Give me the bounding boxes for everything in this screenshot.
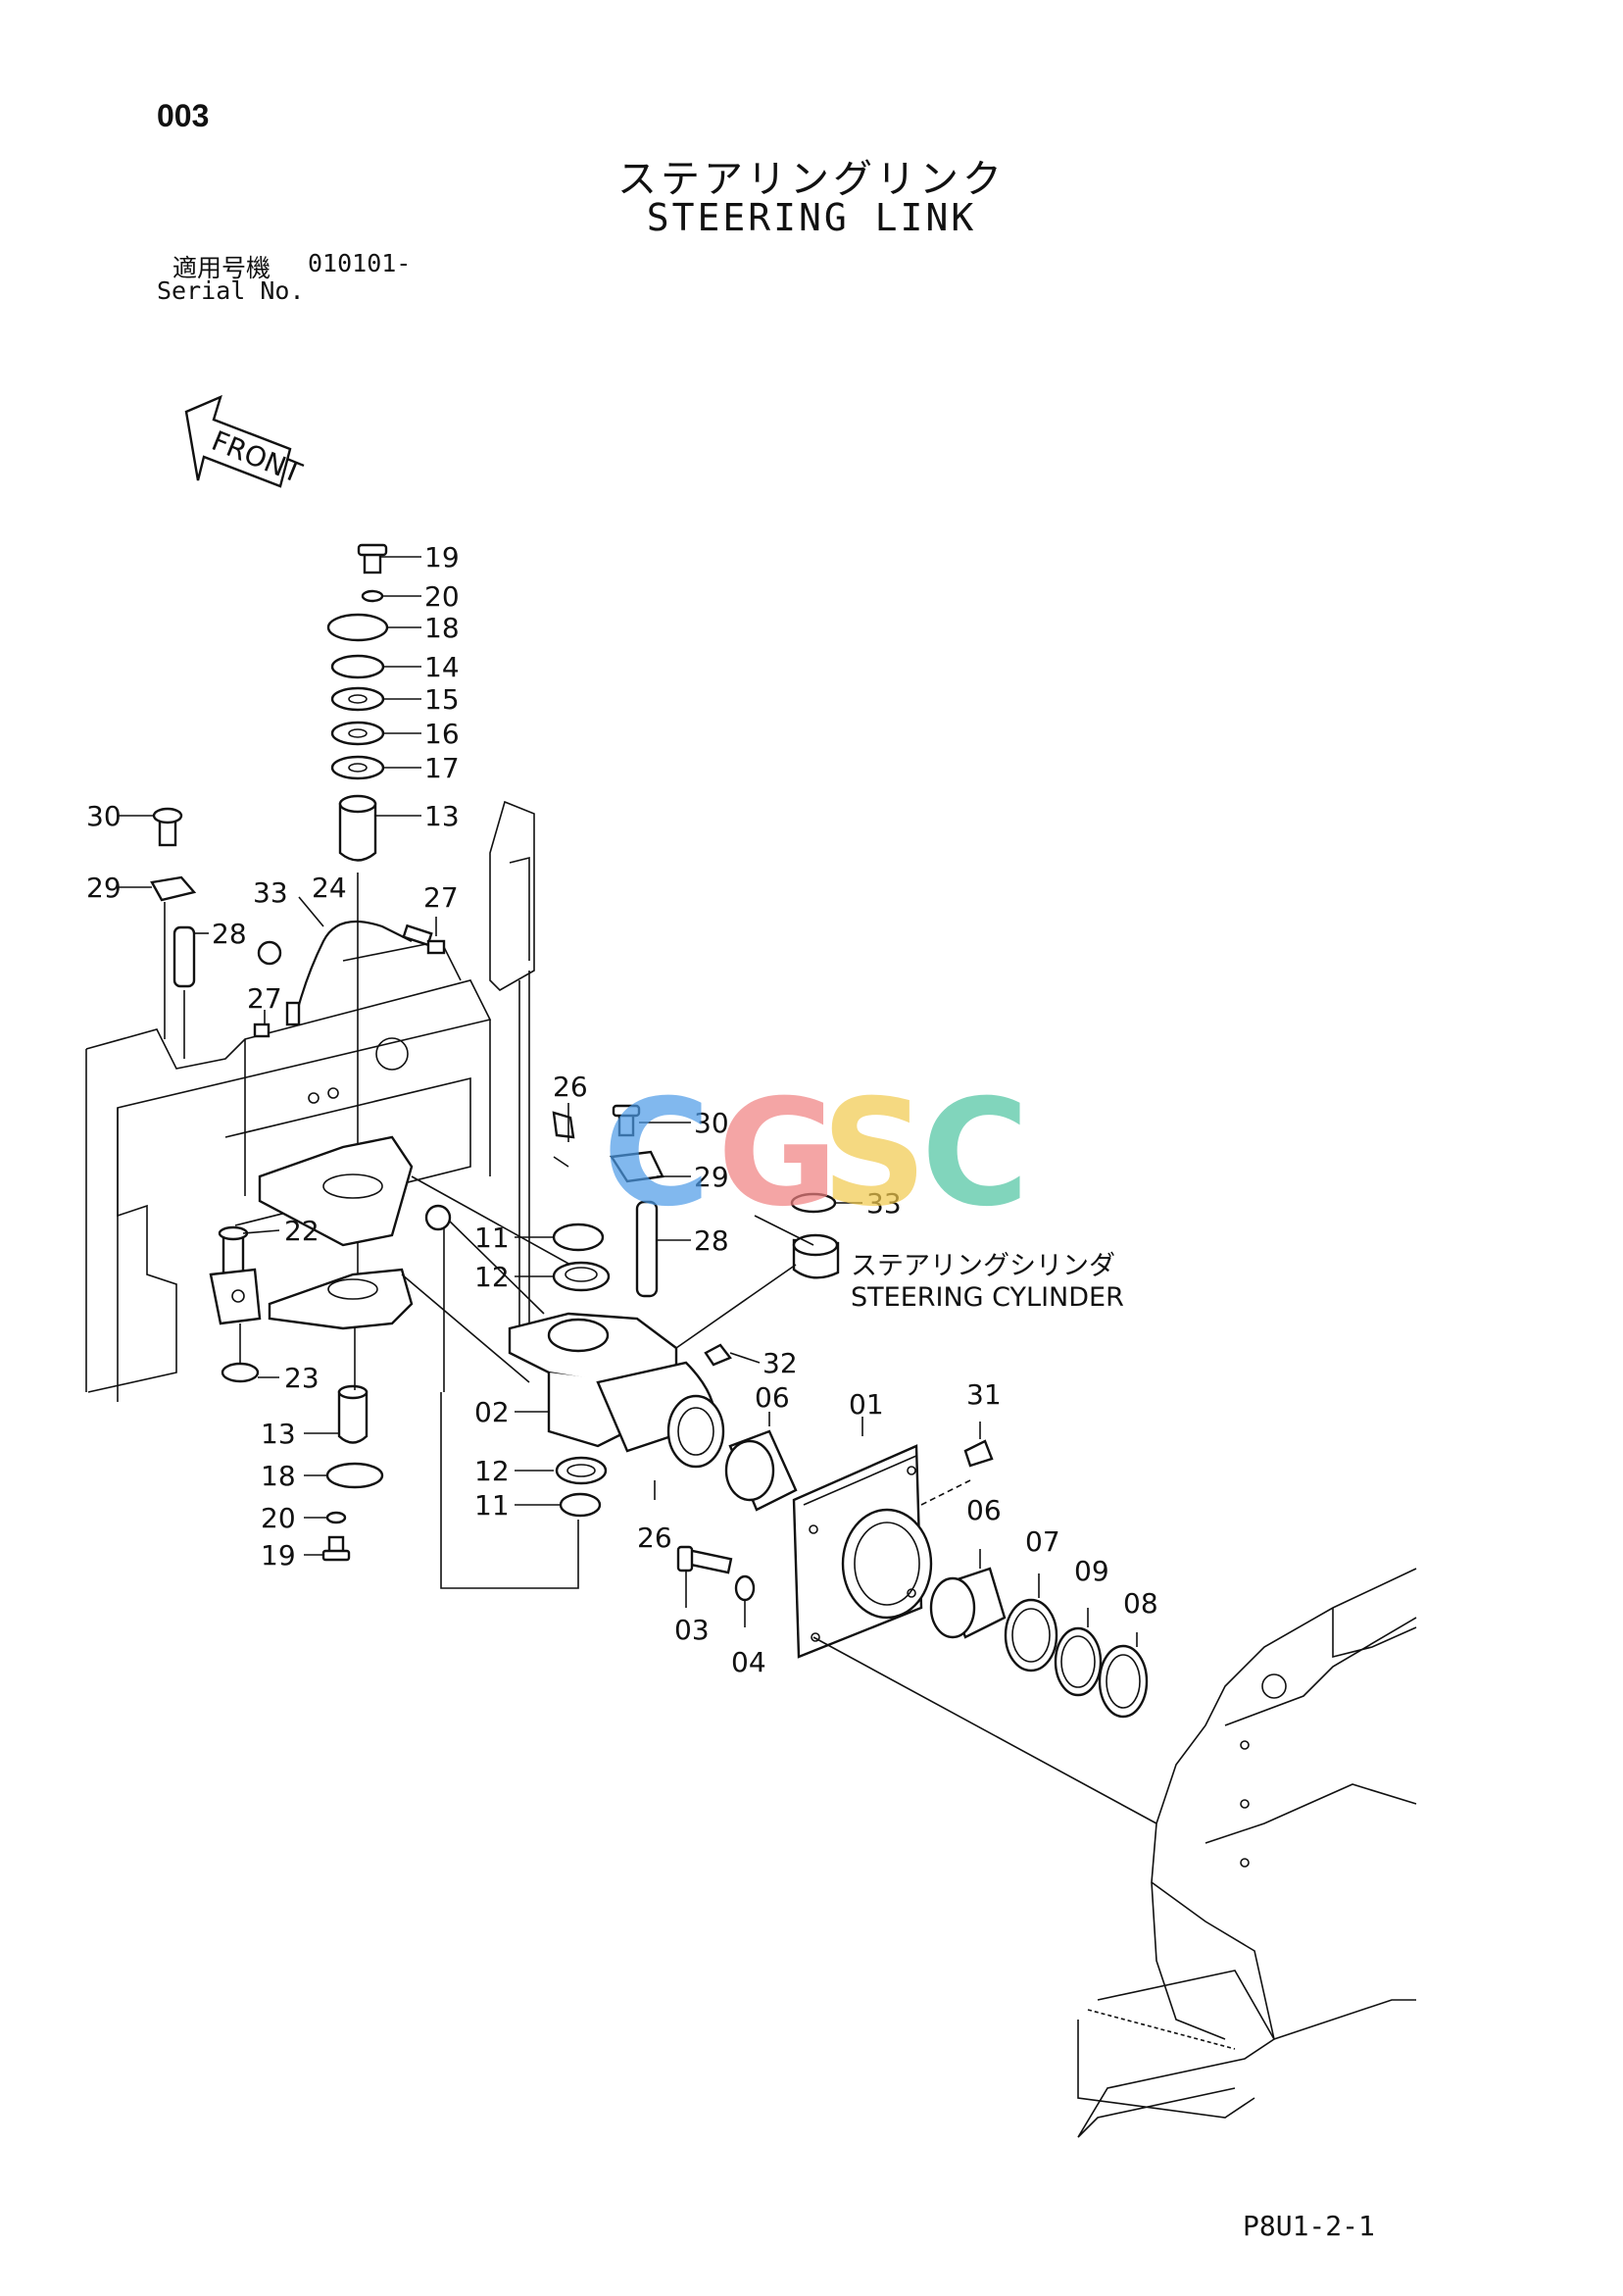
front-arrow-icon: FRONT (184, 394, 307, 490)
bracket-plates (258, 1135, 589, 1383)
part-label-11: 11 (474, 1222, 510, 1254)
part-label-27: 27 (423, 881, 459, 914)
part-label-06: 06 (755, 1381, 790, 1414)
part-label-30: 30 (86, 800, 122, 832)
upper-pin-stack (326, 543, 389, 1304)
part-label-22: 22 (284, 1215, 320, 1247)
part-label-31: 31 (966, 1378, 1002, 1411)
left-pin-assembly (150, 807, 282, 1059)
part-label-14: 14 (424, 651, 460, 683)
lower-pin-stack (321, 1328, 384, 1562)
part-label-12-lower: 12 (474, 1455, 510, 1487)
watermark-letter-s: S (821, 1069, 927, 1239)
serial-number-value: 010101- (308, 249, 412, 277)
part-label-26-lower: 26 (637, 1522, 672, 1554)
part-label-18-lower: 18 (261, 1460, 296, 1492)
part-label-29: 29 (86, 872, 122, 904)
part-label-28-center: 28 (694, 1224, 729, 1257)
watermark-logo: C G S C (603, 1069, 1029, 1239)
bushing-and-flange (724, 1429, 1157, 1824)
page-title-japanese: ステアリングリンク (617, 157, 1006, 202)
part-label-03: 03 (674, 1614, 710, 1646)
part-label-24: 24 (312, 872, 347, 904)
part-label-33-center: 33 (866, 1187, 902, 1220)
part-label-01: 01 (849, 1388, 884, 1421)
watermark-letter-c1: C (603, 1069, 711, 1239)
ring-set (929, 1567, 1149, 1719)
part-label-07: 07 (1025, 1525, 1060, 1558)
part-label-13-lower: 13 (261, 1418, 296, 1450)
watermark-letter-c2: C (921, 1069, 1029, 1239)
leader-lines (118, 556, 1138, 1647)
bolt-and-washer (676, 1545, 756, 1627)
steering-cylinder-label-japanese: ステアリングシリンダ (851, 1251, 1115, 1281)
part-number-labels: 19 20 18 14 15 16 17 13 30 29 33 24 27 2… (86, 541, 1158, 1678)
drawing-code: P8U1-2-1 (1243, 2210, 1375, 2242)
part-label-27-lower: 27 (247, 982, 282, 1015)
part-label-15: 15 (424, 683, 460, 716)
part-label-19: 19 (424, 541, 460, 574)
part-label-02: 02 (474, 1396, 510, 1428)
serial-label-japanese: 適用号機 (172, 254, 271, 282)
steering-cylinder-label: STEERING CYLINDER (851, 1282, 1124, 1313)
part-label-20: 20 (424, 580, 460, 613)
part-label-23: 23 (284, 1362, 320, 1394)
part-label-06-ring: 06 (966, 1494, 1002, 1526)
part-label-28: 28 (212, 918, 247, 950)
part-label-26: 26 (553, 1071, 588, 1103)
part-label-13: 13 (424, 800, 460, 832)
part-label-33: 33 (253, 876, 288, 909)
part-label-08: 08 (1123, 1587, 1158, 1620)
part-label-29-center: 29 (694, 1161, 729, 1193)
page-title: STEERING LINK (646, 196, 977, 239)
part-label-04: 04 (731, 1646, 766, 1678)
right-frame-drawing (1077, 1568, 1417, 2138)
steering-link-housing (440, 1215, 725, 1589)
part-label-20-lower: 20 (261, 1502, 296, 1534)
front-arrow-label: FRONT (207, 424, 307, 490)
page-number: 003 (157, 98, 210, 133)
part-label-09: 09 (1074, 1555, 1109, 1587)
part-label-32: 32 (762, 1347, 798, 1379)
part-label-11-lower: 11 (474, 1489, 510, 1522)
serial-label: Serial No. (157, 276, 305, 305)
part-label-12: 12 (474, 1261, 510, 1293)
part-label-18: 18 (424, 612, 460, 644)
lower-left-pin-assembly (209, 1225, 262, 1383)
part-label-30-center: 30 (694, 1107, 729, 1139)
part-label-16: 16 (424, 718, 460, 750)
part-label-19-lower: 19 (261, 1539, 296, 1572)
part-label-17: 17 (424, 752, 460, 784)
watermark-letter-g: G (717, 1069, 838, 1239)
hose-24 (253, 920, 446, 1038)
